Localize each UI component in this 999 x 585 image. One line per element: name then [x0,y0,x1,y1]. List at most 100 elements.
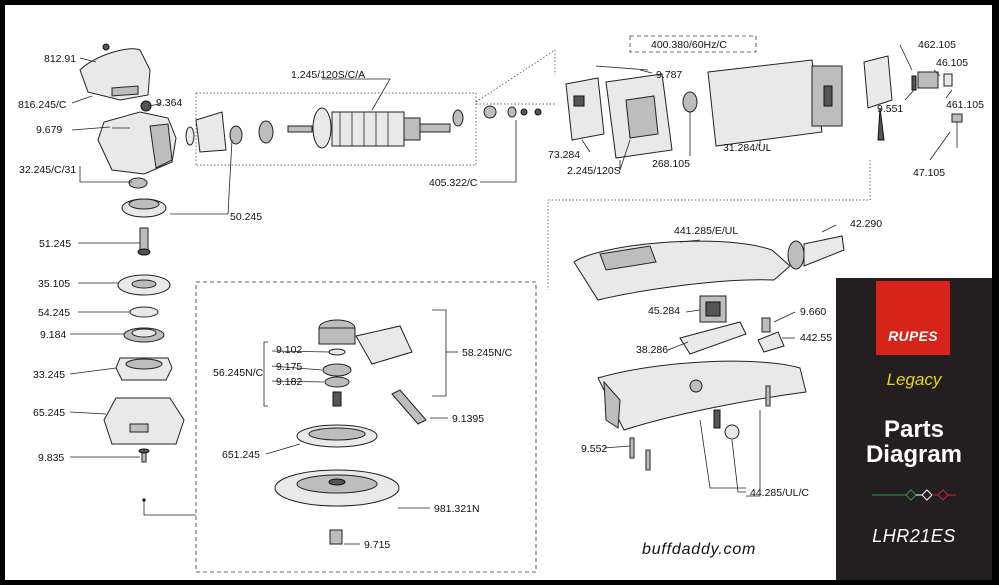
bearing-small [229,120,274,145]
motor-housing-31-284 [707,59,843,147]
pad-assembly-enclosure [195,281,537,573]
terminal-47-105 [951,113,963,148]
label-73-284: 73.284 [548,149,580,161]
pad-ring-651-245 [296,424,378,448]
website-url: buffdaddy.com [642,541,757,558]
label-9-835: 9.835 [38,452,64,464]
armature-link [475,49,556,103]
model-number: LHR21ES [872,526,956,546]
leader-lines [69,44,953,545]
screw-9-552 [629,385,771,471]
gear-50-245 [121,198,167,218]
washer-54-245 [129,306,159,318]
logo-text: RUPES [888,328,938,344]
label-65-245: 65.245 [33,407,65,419]
label-1-245: 1.245/120S/C/A [291,69,365,81]
label-9-175: 9.175 [276,361,302,373]
lead-405-322 [480,120,517,183]
part-labels: 812.91 816.245/C 9.679 32.245/C/31 9.364… [18,39,984,551]
label-56-245: 56.245N/C [213,367,264,379]
bearing-268-105 [682,91,698,113]
label-9-102: 9.102 [276,344,302,356]
pad-bearing-stack [322,348,352,407]
label-812-91: 812.91 [44,53,76,65]
label-45-284: 45.284 [648,305,680,317]
label-58-245: 58.245N/C [462,347,513,359]
label-9-787: 9.787 [656,69,682,81]
label-33-245: 33.245 [33,369,65,381]
label-31-284: 31.284/UL [723,142,772,154]
panel-title-line1: Parts [883,416,945,443]
label-38-286: 38.286 [636,344,668,356]
label-51-245: 51.245 [39,238,71,250]
counterweight-58-245 [318,319,413,365]
brand-panel: RUPES Legacy Parts Diagram LHR21ES [836,278,992,580]
label-9-715: 9.715 [364,539,390,551]
diagram-sheet: 812.91 816.245/C 9.679 32.245/C/31 9.364… [5,5,992,580]
screw-9-715 [329,529,343,545]
label-9-184: 9.184 [40,329,66,341]
assembly-callout-line [143,500,196,516]
spring-9-551 [911,75,917,91]
label-44-285: 44.285/UL/C [750,487,809,499]
switch-46-105 [917,71,953,89]
label-9-679: 9.679 [36,124,62,136]
label-462-105: 462.105 [918,39,956,51]
brush-holder-73-284 [565,77,605,141]
label-54-245: 54.245 [38,307,70,319]
label-268-105: 268.105 [652,158,690,170]
label-35-105: 35.105 [38,278,70,290]
label-50-245: 50.245 [230,211,262,223]
gear-housing-cover [79,43,151,101]
counterweight-35-105 [117,274,171,296]
exploded-parts-diagram: 812.91 816.245/C 9.679 32.245/C/31 9.364… [18,35,984,573]
label-46-105: 46.105 [936,57,968,69]
switch-cover-462-105 [863,55,893,141]
label-47-105: 47.105 [913,167,945,179]
screw-9-787 [595,65,649,71]
label-2-245: 2.245/120S [567,165,621,177]
label-461-105: 461.105 [946,99,984,111]
label-32-245: 32.245/C/31 [19,164,76,176]
label-42-290: 42.290 [850,218,882,230]
o-ring-9-364 [185,126,195,146]
trigger-38-286 [679,321,747,355]
cord-protector-42-290 [787,235,845,270]
label-442-55: 442.55 [800,332,832,344]
armature-enclosure [196,92,477,166]
label-400-380: 400.380/60Hz/C [651,39,727,51]
seal-plate [195,111,227,153]
rupes-logo: RUPES [876,281,950,355]
spindle-51-245 [137,227,151,256]
bearing-9-184 [123,327,165,343]
label-981-321: 981.321N [434,503,480,515]
knob-44-285 [713,409,740,440]
bearing-housing-33-245 [115,357,173,381]
bearing-32-245 [128,177,148,189]
label-9-364: 9.364 [156,97,182,109]
label-405-322: 405.322/C [429,177,478,189]
label-box-400-380 [629,35,757,53]
handle-base [597,360,807,431]
label-651-245: 651.245 [222,449,260,461]
stator-2-245 [605,73,673,159]
bearing-row [483,105,542,119]
label-9-182: 9.182 [276,376,302,388]
rear-handle-441-285 [573,240,791,301]
diamond-divider [872,489,956,501]
label-441-285: 441.285/E/UL [674,225,738,237]
clamp-442-55 [757,331,785,353]
label-9-551: 9.551 [877,103,903,115]
series-name: Legacy [886,370,942,389]
label-816-245: 816.245/C [18,99,67,111]
screw-9-660 [761,317,771,333]
panel-title-line2: Diagram [865,441,963,468]
handle-section-link [547,160,871,290]
screw-9-835 [138,448,150,463]
backing-pad-981-321 [274,469,400,507]
key-9-1395 [391,389,427,425]
armature-1-245 [287,107,464,149]
protector-65-245 [103,397,185,445]
switch-module-45-284 [699,295,727,323]
